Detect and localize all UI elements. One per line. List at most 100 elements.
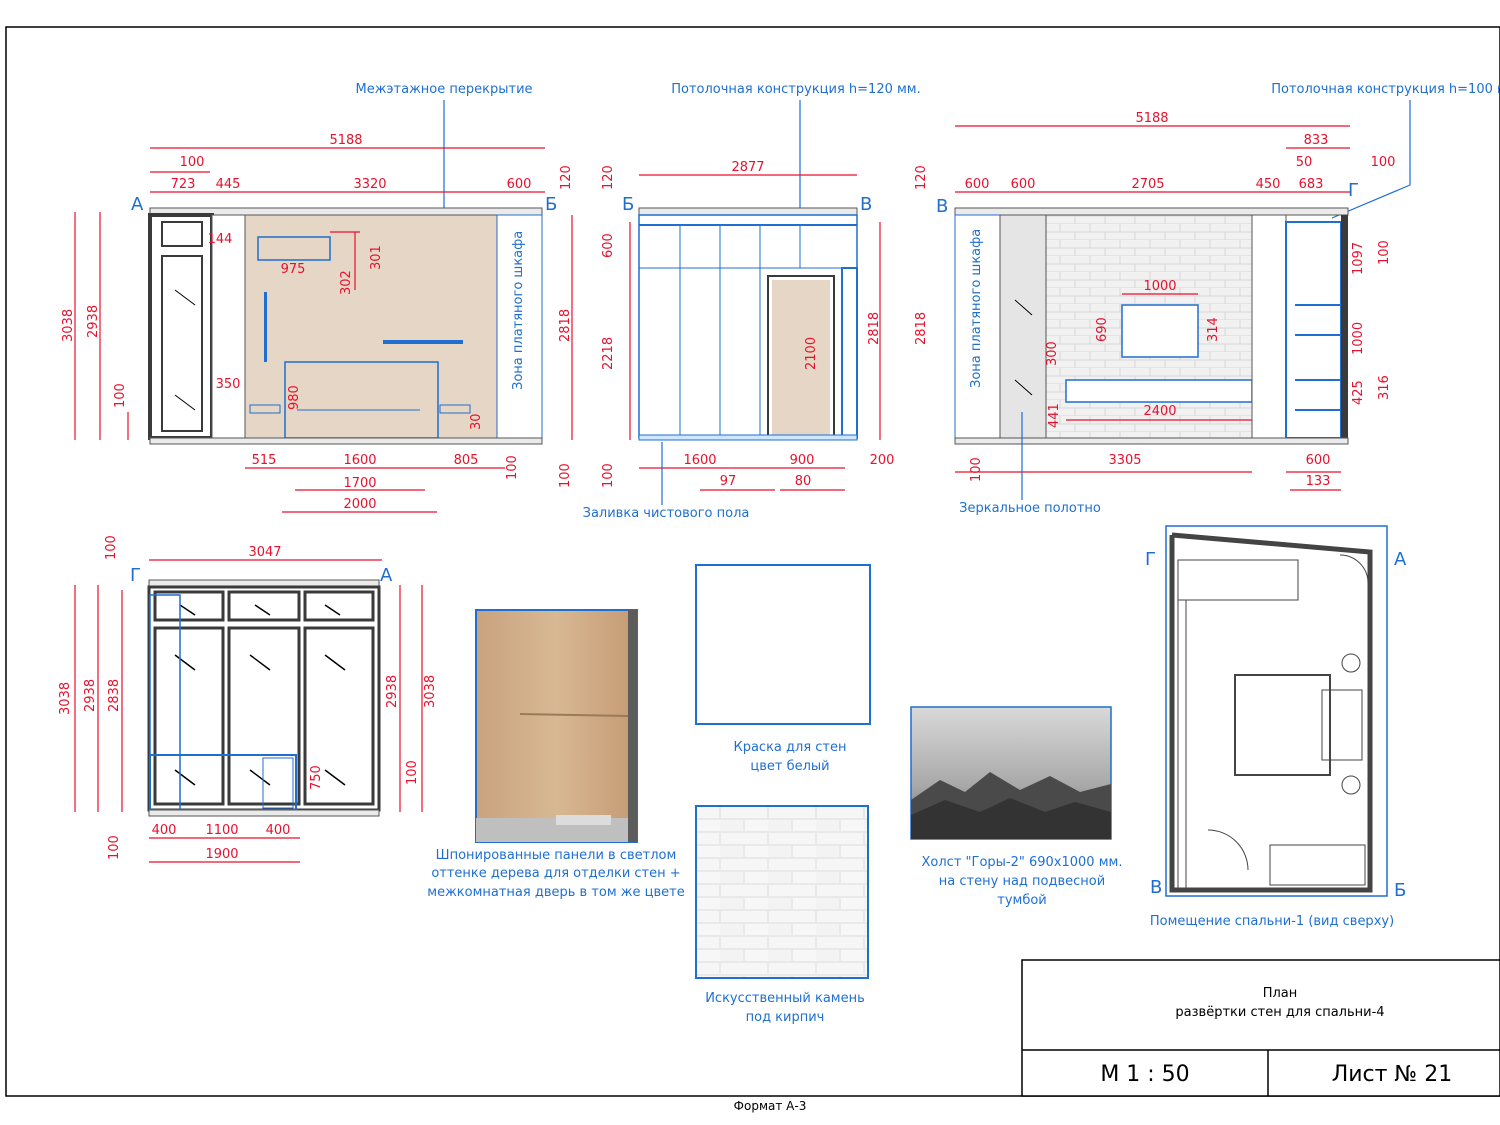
dim-ga-1100: 1100 <box>205 823 238 838</box>
plan-label-a: А <box>1394 549 1407 570</box>
dim-vg-441: 441 <box>1047 403 1062 428</box>
plan-label-v: В <box>1150 877 1162 898</box>
material-canvas: Холст "Горы-2" 690х1000 мм. на стену над… <box>910 706 1123 908</box>
dim-bv-900: 900 <box>790 453 815 468</box>
dim-vg-314: 314 <box>1206 317 1221 342</box>
dim-ga-100: 100 <box>104 535 119 560</box>
dim-ga-3038: 3038 <box>58 682 73 715</box>
material-brick: Искусственный камень под кирпич <box>695 805 869 1025</box>
plan-label-g: Г <box>1145 549 1156 570</box>
dim-vg-120: 120 <box>914 165 929 190</box>
callout-mirror: Зеркальное полотно <box>959 501 1101 516</box>
dim-ga-3038b: 3038 <box>423 675 438 708</box>
paint-caption-1: Краска для стен <box>733 740 846 755</box>
dim-vg-100: 100 <box>1371 155 1396 170</box>
dim-ab-445: 445 <box>216 177 241 192</box>
dim-vg-600b: 600 <box>1011 177 1036 192</box>
dim-ga-3047: 3047 <box>248 545 281 560</box>
paint-caption-2: цвет белый <box>750 759 829 774</box>
dim-ab-100b: 100 <box>505 455 520 480</box>
label-g: Г <box>1348 180 1359 201</box>
label-b: Б <box>545 194 557 215</box>
label-a2: А <box>380 565 393 586</box>
dim-vg-300: 300 <box>1045 341 1060 366</box>
material-paint: Краска для стен цвет белый <box>695 564 871 774</box>
dim-vg-50: 50 <box>1296 155 1313 170</box>
canvas-caption-3: тумбой <box>997 893 1047 908</box>
sheet-frame <box>5 26 1500 1097</box>
brick-caption-2: под кирпич <box>746 1010 825 1025</box>
plan-label-b: Б <box>1394 880 1406 901</box>
plan-caption: Помещение спальни-1 (вид сверху) <box>1150 914 1394 929</box>
dim-vg-100b: 100 <box>1377 240 1392 265</box>
dim-ab-144: 144 <box>208 232 233 247</box>
dim-ab-805: 805 <box>454 453 479 468</box>
dim-ga-750: 750 <box>309 765 324 790</box>
floor-plan: Г А В Б Помещение спальни-1 (вид сверху) <box>1145 525 1407 929</box>
dim-bv-97: 97 <box>720 474 737 489</box>
dim-ab-3038: 3038 <box>61 309 76 342</box>
dim-ab-100: 100 <box>180 155 205 170</box>
wardrobe-zone-ab: Зона платяного шкафа <box>511 231 526 390</box>
dim-vg-2705: 2705 <box>1131 177 1164 192</box>
title-line-1: План <box>1263 986 1298 1001</box>
dim-bv-80: 80 <box>795 474 812 489</box>
elevation-vg: В Г Зона платяного шкафа 5188 833 50 100… <box>914 111 1395 516</box>
dim-bv-2877: 2877 <box>731 160 764 175</box>
wood-caption-3: межкомнатная дверь в том же цвете <box>427 885 684 900</box>
dim-ga-1900: 1900 <box>205 847 238 862</box>
label-a: А <box>131 194 144 215</box>
dim-bv-200: 200 <box>870 453 895 468</box>
title-line-2: развёртки стен для спальни-4 <box>1175 1005 1384 1020</box>
wood-caption-2: оттенке дерева для отделки стен + <box>431 866 680 881</box>
dim-ga-2938b: 2938 <box>385 675 400 708</box>
label-b2: Б <box>622 194 634 215</box>
dim-vg-600c: 600 <box>1306 453 1331 468</box>
dim-ab-980: 980 <box>287 385 302 410</box>
dim-vg-1097: 1097 <box>1351 242 1366 275</box>
callout-ceiling-120: Потолочная конструкция h=120 мм. <box>671 82 921 97</box>
dim-ab-723: 723 <box>171 177 196 192</box>
dim-ga-2938: 2938 <box>83 679 98 712</box>
sheet-number: Лист № 21 <box>1332 1062 1453 1087</box>
dim-ab-2938: 2938 <box>86 305 101 338</box>
dim-ab-515: 515 <box>252 453 277 468</box>
dim-ab-30: 30 <box>469 413 484 430</box>
dim-bv-120: 120 <box>601 165 616 190</box>
label-v2: В <box>936 196 948 217</box>
dim-vg-683: 683 <box>1299 177 1324 192</box>
dim-vg-5188: 5188 <box>1135 111 1168 126</box>
wood-caption-1: Шпонированные панели в светлом <box>436 848 677 863</box>
dim-vg-425: 425 <box>1351 380 1366 405</box>
dim-ab-100c: 100 <box>113 383 128 408</box>
callout-ceiling-100: Потолочная конструкция h=100 мм. <box>1271 82 1500 97</box>
wardrobe-zone-vg: Зона платяного шкафа <box>969 229 984 388</box>
brick-caption-1: Искусственный камень <box>705 991 865 1006</box>
dim-vg-600a: 600 <box>965 177 990 192</box>
dim-ga-100b: 100 <box>107 835 122 860</box>
dim-ab-301: 301 <box>369 245 384 270</box>
dim-ab-100d: 100 <box>558 463 573 488</box>
dim-ab-975: 975 <box>281 262 306 277</box>
canvas-caption-1: Холст "Горы-2" 690х1000 мм. <box>922 855 1123 870</box>
dim-ab-3320: 3320 <box>353 177 386 192</box>
title-block: План развёртки стен для спальни-4 М 1 : … <box>1021 959 1500 1097</box>
dim-vg-1000: 1000 <box>1143 279 1176 294</box>
dim-bv-600: 600 <box>601 233 616 258</box>
dim-ga-2838: 2838 <box>107 679 122 712</box>
callout-floor-fill: Заливка чистового пола <box>583 506 750 521</box>
dim-vg-100c: 100 <box>969 457 984 482</box>
dim-vg-833: 833 <box>1304 133 1329 148</box>
dim-ga-400b: 400 <box>266 823 291 838</box>
dim-vg-3305: 3305 <box>1108 453 1141 468</box>
dim-ab-350: 350 <box>216 377 241 392</box>
elevation-ga: Г А 100 3047 3038 2938 2838 100 750 2938… <box>58 535 438 863</box>
label-g2: Г <box>130 565 141 586</box>
dim-vg-690: 690 <box>1095 317 1110 342</box>
dim-vg-2818: 2818 <box>914 312 929 345</box>
scale-text: М 1 : 50 <box>1100 1062 1189 1087</box>
dim-ab-1600: 1600 <box>343 453 376 468</box>
dim-bv-2100: 2100 <box>804 337 819 370</box>
dim-ab-2000: 2000 <box>343 497 376 512</box>
